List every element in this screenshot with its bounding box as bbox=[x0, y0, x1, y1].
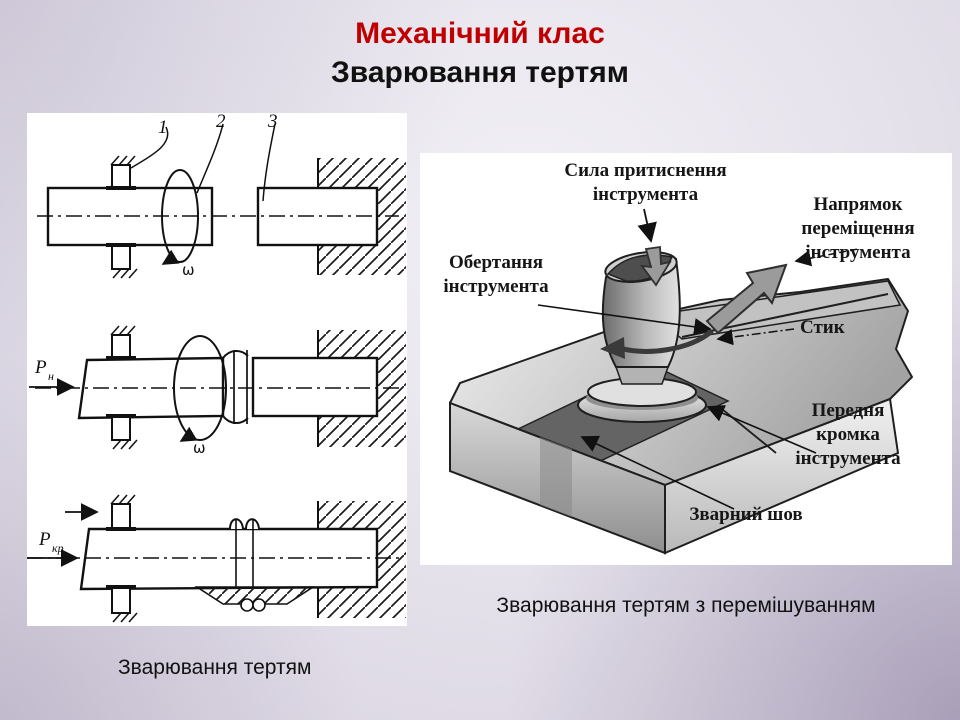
force-subscript-stage3: кр bbox=[52, 541, 64, 555]
label-leading-edge: Передня кромка інструмента bbox=[795, 400, 901, 469]
page-title-line2: Зварювання тертям bbox=[331, 56, 629, 89]
label-joint: Стик bbox=[800, 317, 845, 338]
part-label-3: 3 bbox=[267, 113, 278, 132]
friction-welding-stages-drawing: 1 2 3 ω bbox=[27, 113, 406, 623]
force-label-stage3: P bbox=[38, 529, 51, 550]
left-figure-caption: Зварювання тертям bbox=[118, 656, 312, 679]
slide-title: Механічний клас Зварювання тертям bbox=[0, 14, 960, 92]
part-label-2: 2 bbox=[216, 113, 226, 132]
right-figure-panel: Сила притиснення інструмента Напрямок пе… bbox=[420, 153, 952, 565]
right-figure-caption: Зварювання тертям з перемішуванням bbox=[496, 594, 876, 617]
label-travel-direction: Напрямок переміщення інструмента bbox=[801, 194, 915, 263]
force-subscript-stage2: н bbox=[48, 369, 54, 383]
part-label-1: 1 bbox=[158, 117, 168, 138]
omega-symbol-stage2: ω bbox=[193, 439, 206, 457]
force-label-stage2: P bbox=[34, 357, 47, 378]
label-press-force: Сила притиснення інструмента bbox=[564, 160, 727, 205]
label-rotation: Обертання інструмента bbox=[443, 252, 549, 297]
page-title-line1: Механічний клас bbox=[355, 17, 605, 50]
left-figure-panel: 1 2 3 ω bbox=[27, 113, 407, 626]
label-weld-seam: Зварний шов bbox=[689, 504, 803, 525]
omega-symbol-stage1: ω bbox=[182, 261, 195, 279]
friction-stir-welding-drawing bbox=[449, 208, 913, 555]
